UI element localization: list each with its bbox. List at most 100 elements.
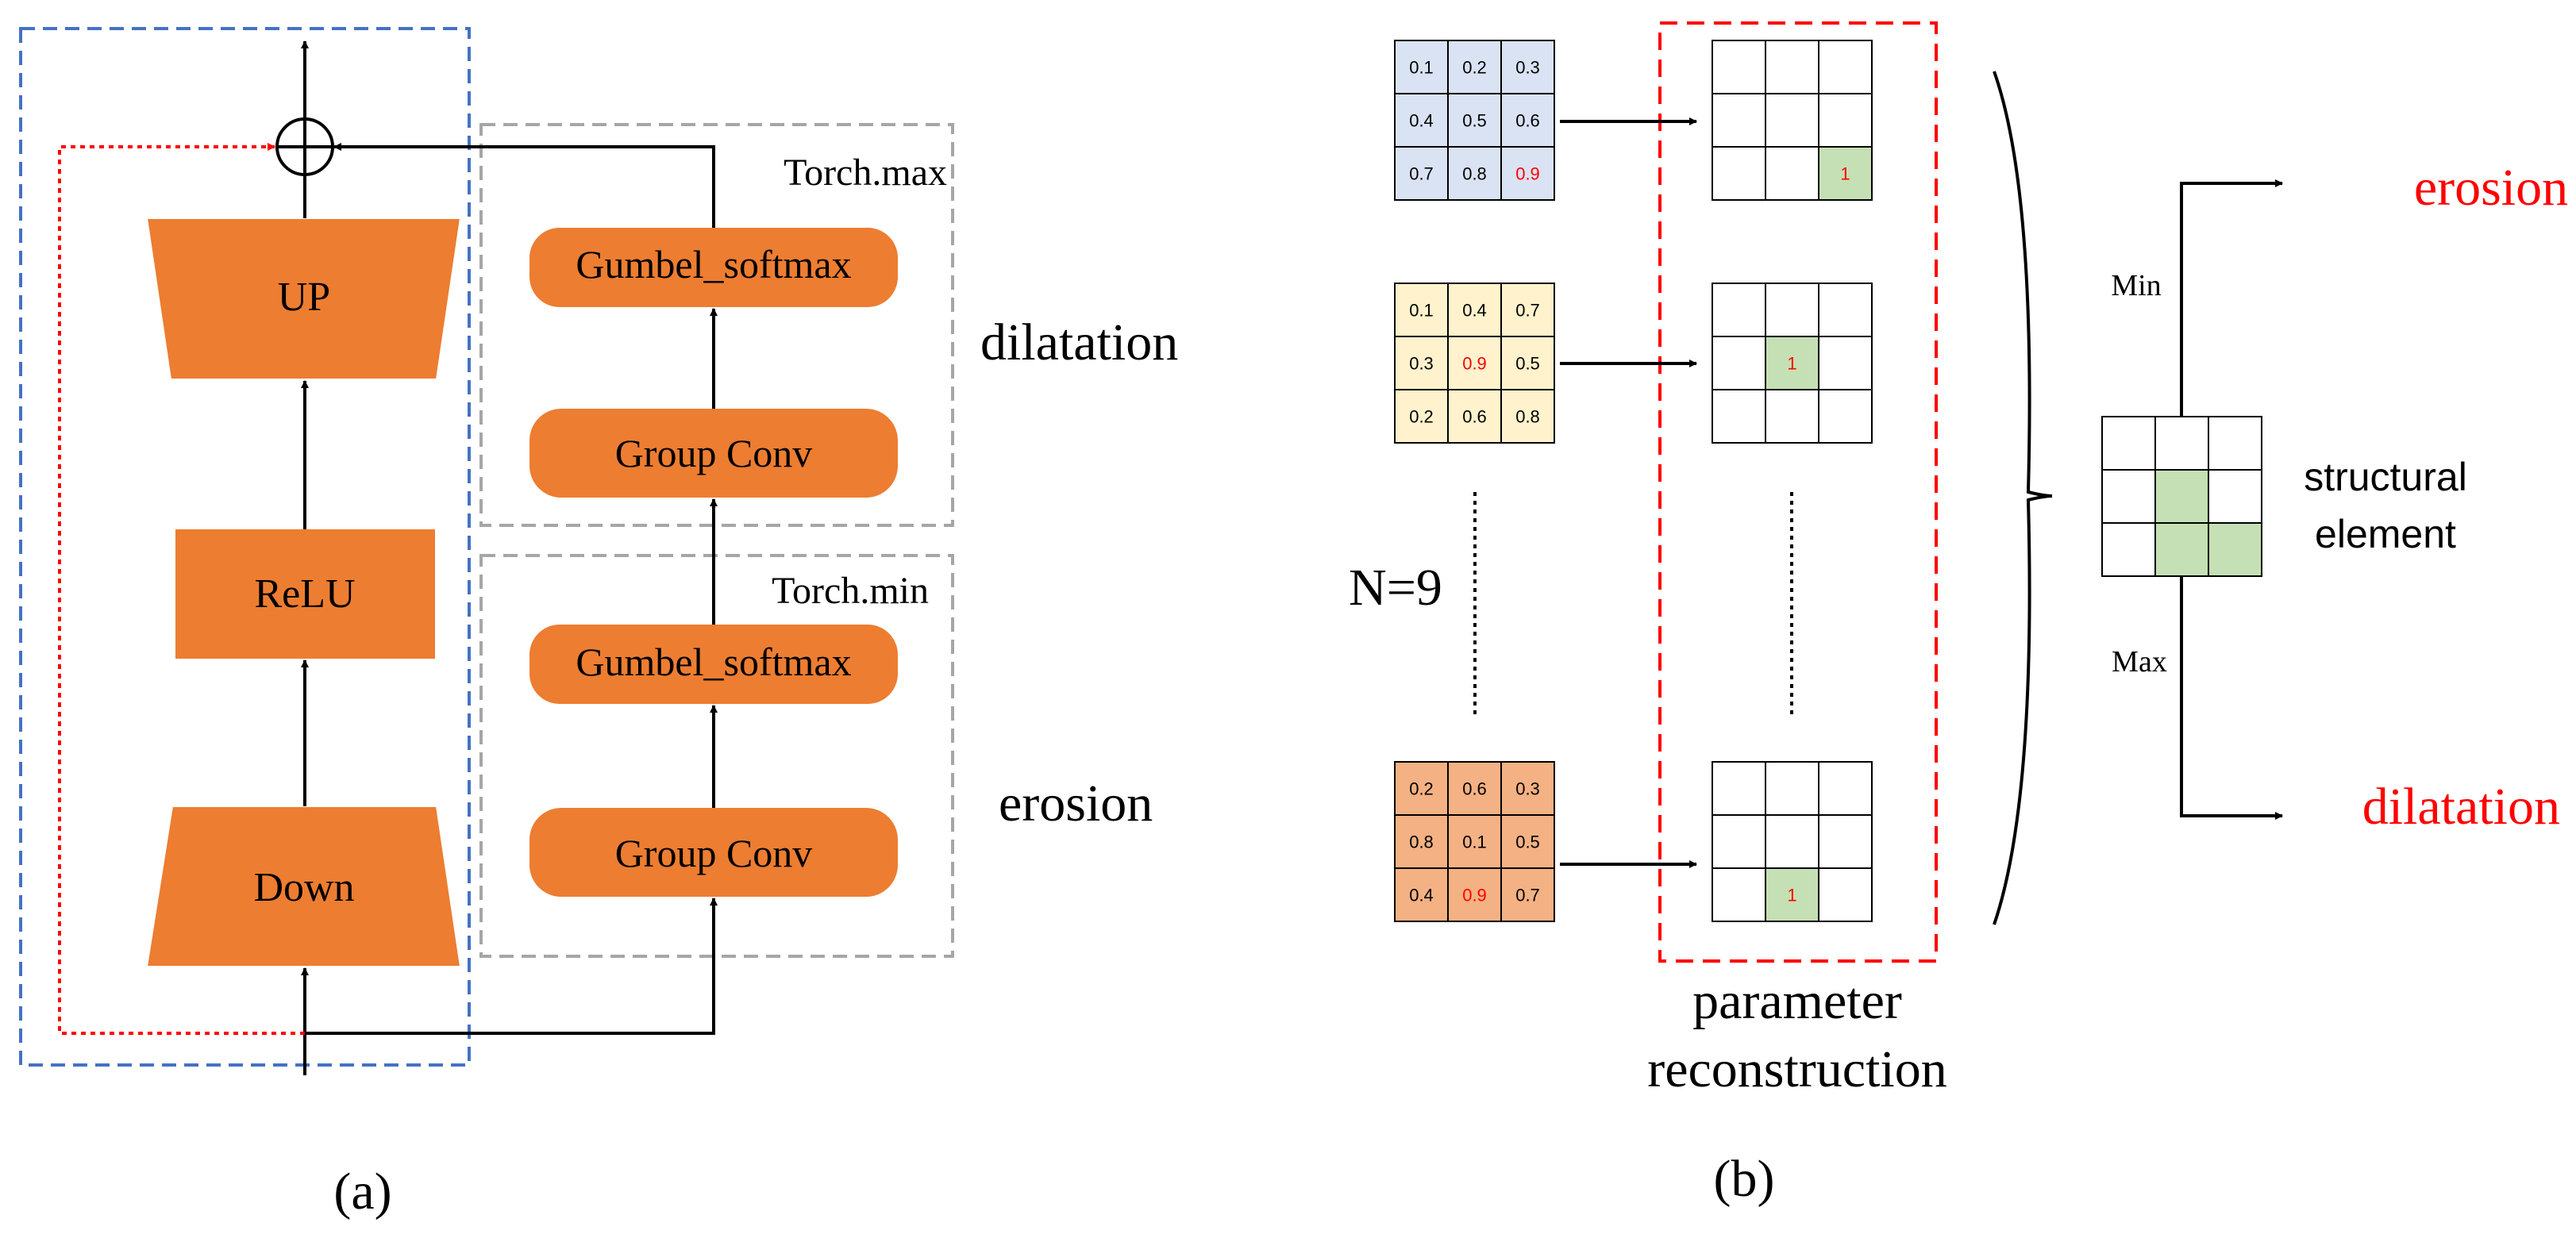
gumbel-softmax-top <box>529 228 898 307</box>
kernel-cell <box>1447 283 1502 337</box>
kernel-cell-value: 0.7 <box>1409 164 1434 184</box>
output-cell <box>1818 814 1873 869</box>
output-kernel-grid: 1 <box>1712 761 1873 922</box>
kernel-cell <box>1500 389 1555 444</box>
panel-b-caption: (b) <box>1714 1150 1775 1208</box>
erosion-label: erosion <box>999 775 1153 832</box>
parameter-label: parameter <box>1692 972 1902 1030</box>
output-cell <box>1712 389 1766 444</box>
kernel-cell <box>1394 40 1449 94</box>
output-cell <box>1765 93 1819 148</box>
kernel-cell-value: 0.9 <box>1462 886 1487 905</box>
kernel-cell-value: 0.4 <box>1409 886 1434 905</box>
kernel-cell <box>1500 814 1555 869</box>
kernel-cell-value: 0.5 <box>1515 354 1540 374</box>
structural-cell <box>2208 469 2262 524</box>
output-cell <box>1765 283 1819 337</box>
gumbel-softmax-top-label: Gumbel_softmax <box>576 242 851 286</box>
add-operation-icon <box>275 117 334 176</box>
kernel-cell-value: 0.8 <box>1515 407 1540 427</box>
panel-a: UP ReLU Down Gumbel_softmax Group Conv G… <box>19 27 1178 1221</box>
output-cell <box>1818 389 1873 444</box>
dilatation-output-label: dilatation <box>2362 778 2560 836</box>
kernel-cell <box>1447 761 1502 816</box>
output-cell <box>1765 40 1819 94</box>
torch-min-label: Torch.min <box>772 570 929 612</box>
erosion-output-label: erosion <box>2414 159 2568 217</box>
structural-cell <box>2208 522 2262 577</box>
skip-connection-arrow <box>58 143 305 1035</box>
output-cell <box>1765 814 1819 869</box>
relu-label: ReLU <box>254 571 355 617</box>
gumbel-softmax-bottom <box>529 625 898 704</box>
up-label: UP <box>278 275 330 320</box>
reconstruction-arrows <box>1560 117 1697 868</box>
output-cell-value: 1 <box>1787 886 1796 905</box>
output-cell <box>1712 814 1766 869</box>
dilatation-frame <box>479 123 954 527</box>
output-cell <box>1765 867 1819 922</box>
structural-cell <box>2154 522 2209 577</box>
kernel-cell-value: 0.1 <box>1409 58 1434 78</box>
gumbel-softmax-bottom-label: Gumbel_softmax <box>576 640 851 684</box>
kernel-cell-value: 0.3 <box>1409 354 1434 374</box>
kernel-cell-value: 0.1 <box>1409 301 1434 321</box>
min-max-arrows <box>2180 179 2283 820</box>
kernel-cell-value: 0.8 <box>1409 832 1434 852</box>
kernel-cell-value: 0.7 <box>1515 886 1540 905</box>
kernel-cell <box>1447 867 1502 922</box>
structural-element-grid <box>2101 416 2262 577</box>
output-kernel-grid: 1 <box>1712 40 1873 201</box>
output-cell-value: 1 <box>1787 354 1796 374</box>
output-cell <box>1765 761 1819 816</box>
kernel-cell-value: 0.5 <box>1462 111 1487 131</box>
max-label: Max <box>2112 645 2167 679</box>
output-cell <box>1712 336 1766 390</box>
kernel-cell-value: 0.6 <box>1462 779 1487 799</box>
residual-block-frame <box>19 27 471 1067</box>
structural-cell <box>2154 469 2209 524</box>
kernel-cell <box>1500 146 1555 201</box>
down-label: Down <box>253 865 354 910</box>
group-conv-bottom-label: Group Conv <box>615 831 813 875</box>
kernel-cell <box>1394 283 1449 337</box>
down-block <box>145 805 462 967</box>
kernel-cell-value: 0.1 <box>1462 832 1487 852</box>
kernel-cell-value: 0.8 <box>1462 164 1487 184</box>
structural-cell <box>2101 522 2156 577</box>
up-block <box>145 217 462 380</box>
output-cell <box>1818 336 1873 390</box>
output-cell <box>1818 761 1873 816</box>
kernel-cell-value: 0.2 <box>1462 58 1487 78</box>
kernel-cell-value: 0.9 <box>1462 354 1487 374</box>
panel-a-arrows <box>301 40 718 1075</box>
output-cell <box>1712 761 1766 816</box>
output-cell <box>1712 283 1766 337</box>
structural-cell <box>2101 469 2156 524</box>
output-cell <box>1818 40 1873 94</box>
panel-a-caption: (a) <box>333 1163 391 1221</box>
n-count-label: N=9 <box>1349 559 1442 617</box>
output-cell <box>1818 283 1873 337</box>
output-cell-value: 1 <box>1840 164 1850 184</box>
kernel-cell-value: 0.4 <box>1409 111 1434 131</box>
structural-cell <box>2208 416 2262 471</box>
output-cell <box>1712 40 1766 94</box>
kernel-cell-value: 0.3 <box>1515 779 1540 799</box>
kernel-cell-value: 0.6 <box>1515 111 1540 131</box>
group-conv-bottom <box>529 808 898 897</box>
element-label: element <box>2315 512 2456 556</box>
kernel-cell <box>1447 93 1502 148</box>
min-label: Min <box>2111 269 2161 302</box>
reconstruction-label: reconstruction <box>1647 1040 1947 1098</box>
kernel-cell-value: 0.3 <box>1515 58 1540 78</box>
group-conv-top-label: Group Conv <box>615 431 813 475</box>
kernel-cell <box>1447 389 1502 444</box>
kernel-cell <box>1500 867 1555 922</box>
erosion-frame <box>479 554 954 958</box>
kernel-cell-value: 0.2 <box>1409 407 1434 427</box>
structural-cell <box>2101 416 2156 471</box>
